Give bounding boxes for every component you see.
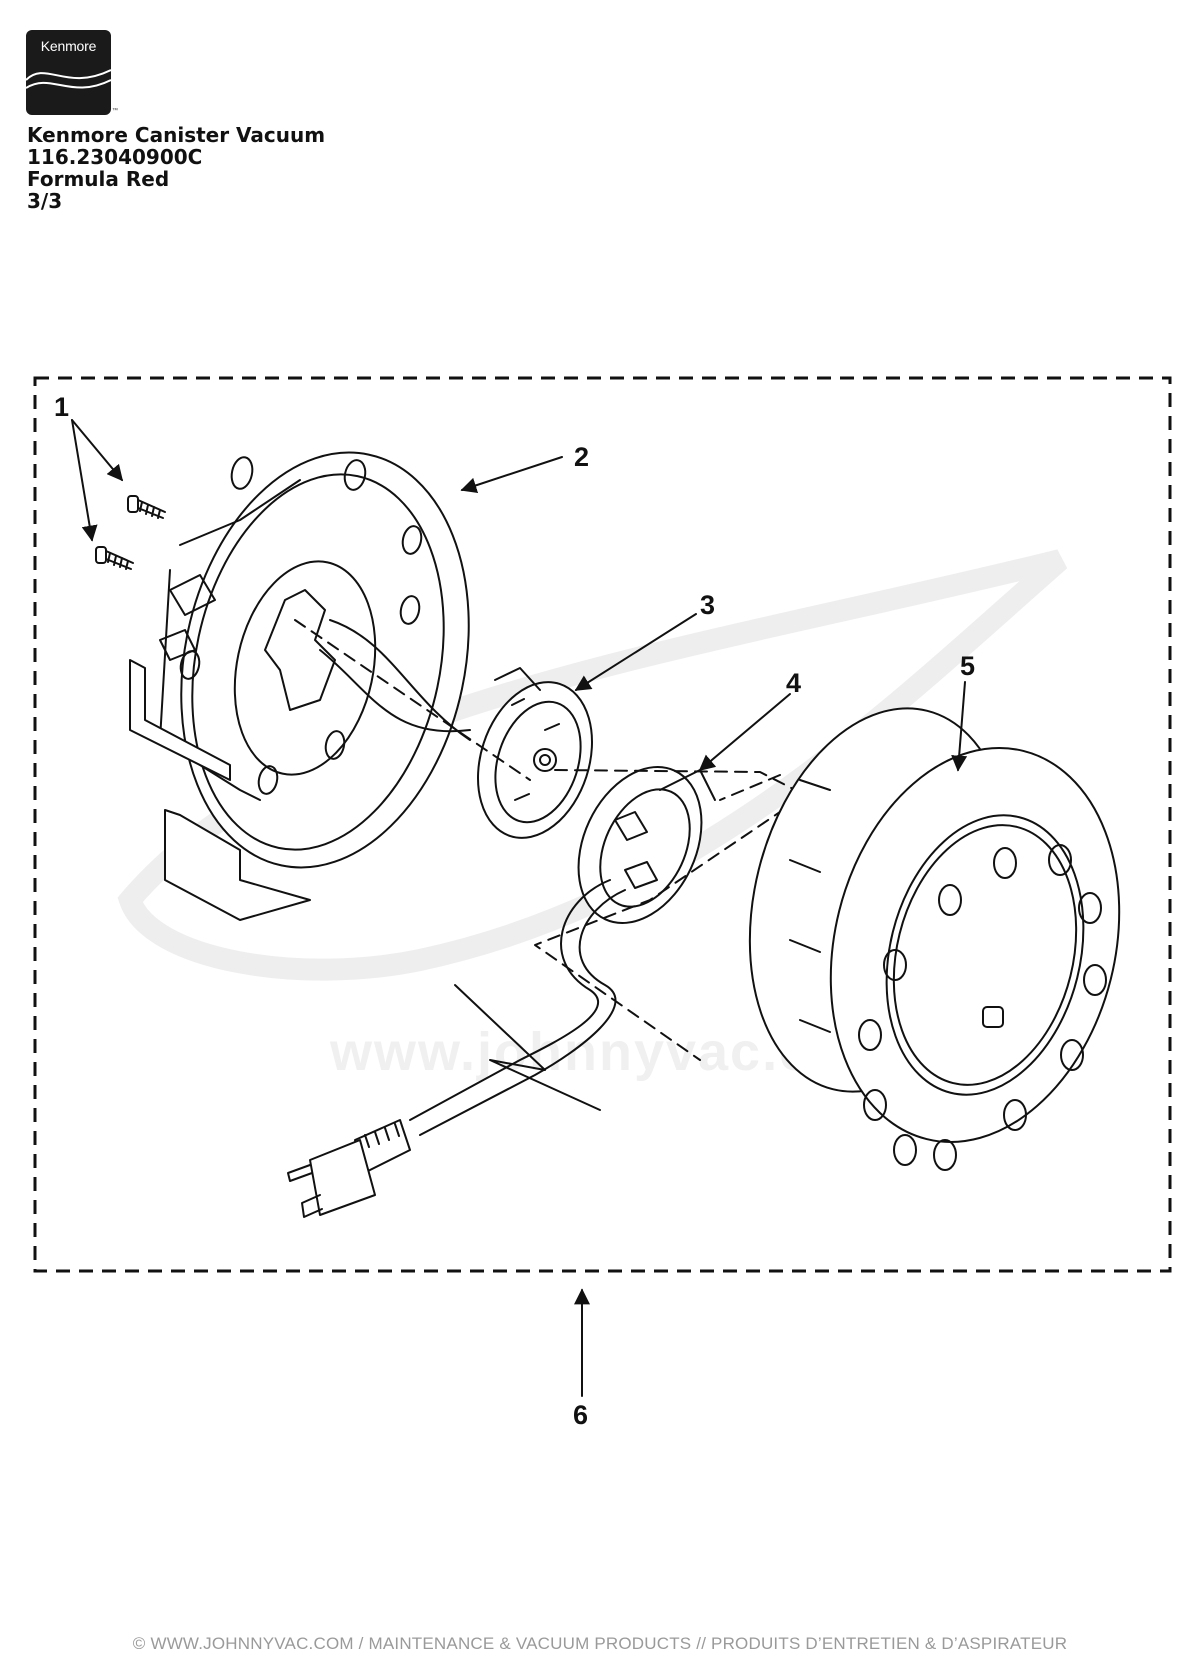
screw-part [95,495,166,570]
alignment-lines [294,619,806,1061]
product-title: Kenmore Canister Vacuum [27,123,326,147]
contact-plate-part [477,667,593,839]
callout-labels: 1 2 3 4 5 6 [54,392,975,1430]
model-number: 116.23040900C [27,145,203,169]
kenmore-logo: Kenmore [26,30,111,115]
callout-1: 1 [54,392,69,422]
logo-brand: Kenmore [40,38,97,54]
footer-copyright: © WWW.JOHNNYVAC.COM / MAINTENANCE & VACU… [132,1634,1068,1653]
color-name: Formula Red [27,167,170,191]
logo-wave-icon [26,69,111,89]
trademark-mark: ™ [112,108,118,114]
page-header: Kenmore Canister Vacuum 116.23040900C Fo… [27,124,325,212]
leader-arrows [71,419,968,1397]
power-cord-part [287,879,626,1218]
cord-reel-part [748,707,1121,1171]
callout-6: 6 [573,1400,588,1430]
page-number: 3/3 [27,189,63,213]
callout-5: 5 [960,651,975,681]
reel-housing-part [129,451,471,921]
callout-2: 2 [574,442,589,472]
callout-3: 3 [700,590,715,620]
callout-4: 4 [786,668,801,698]
